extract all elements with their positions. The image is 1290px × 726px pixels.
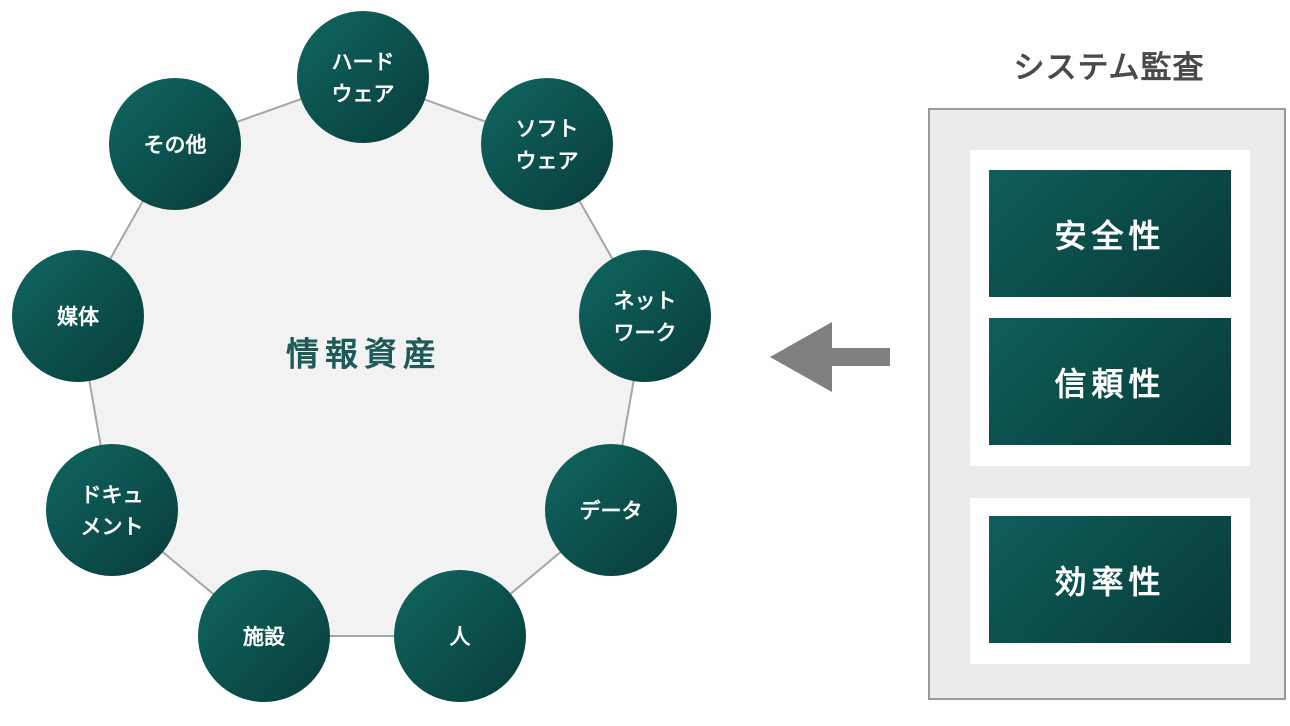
asset-label-facilities: 施設 (243, 625, 286, 649)
criteria-group-2: 効率性 (970, 498, 1250, 664)
asset-node-software (481, 78, 613, 210)
asset-label-line: 媒体 (57, 305, 100, 329)
asset-label-line: その他 (144, 133, 207, 157)
asset-node-data (545, 444, 677, 576)
audit-panel: 安全性 信頼性 効率性 (928, 108, 1286, 700)
asset-node-facilities (198, 570, 330, 702)
asset-label-line: ウェア (516, 149, 579, 173)
left-arrow-icon (770, 322, 890, 392)
asset-node-other (109, 78, 241, 210)
asset-label-line: ハード (332, 50, 395, 74)
asset-label-documents: ドキュメント (81, 483, 144, 539)
asset-label-line: ワーク (614, 321, 677, 345)
asset-node-network (579, 250, 711, 382)
asset-label-line: ネット (614, 289, 677, 313)
asset-label-line: ウェア (332, 82, 395, 106)
asset-label-media: 媒体 (57, 305, 100, 329)
asset-label-people: 人 (450, 625, 471, 649)
criterion-reliability: 信頼性 (989, 318, 1231, 445)
asset-ring (76, 75, 647, 637)
center-label: 情報資産 (286, 335, 442, 374)
asset-node-media (12, 250, 144, 382)
asset-label-line: 施設 (243, 625, 286, 649)
asset-label-line: メント (81, 515, 144, 539)
asset-label-line: ドキュ (81, 483, 144, 507)
criterion-efficiency: 効率性 (989, 516, 1231, 643)
asset-label-other: その他 (144, 133, 207, 157)
criteria-group-1: 安全性 信頼性 (970, 150, 1250, 466)
audit-title: システム監査 (1013, 50, 1205, 86)
asset-label-line: 人 (450, 625, 471, 649)
asset-node-documents (46, 444, 178, 576)
asset-label-software: ソフトウェア (516, 117, 579, 173)
asset-label-line: ソフト (516, 117, 579, 141)
asset-label-hardware: ハードウェア (332, 50, 395, 106)
asset-label-network: ネットワーク (614, 289, 677, 345)
asset-label-data: データ (580, 499, 643, 523)
asset-node-hardware (297, 11, 429, 143)
criterion-safety: 安全性 (989, 170, 1231, 297)
asset-label-line: データ (580, 499, 643, 523)
asset-node-people (394, 570, 526, 702)
